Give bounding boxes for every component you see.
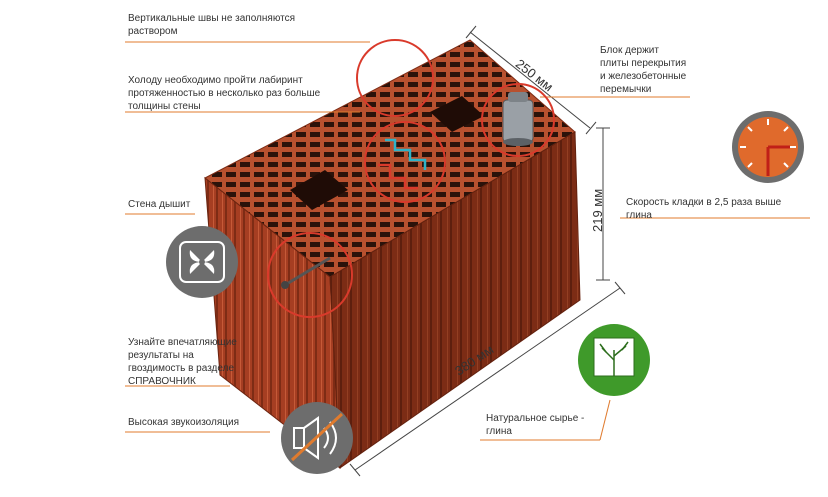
- weight-icon: [502, 92, 534, 146]
- brick-top-opening-2: [430, 96, 484, 132]
- label-natural-raw: Натуральное сырье - глина: [486, 413, 585, 437]
- label-nail-results: Узнайте впечатляющие результаты на гвозд…: [128, 337, 237, 387]
- dimension-lines: [349, 25, 626, 477]
- labyrinth-red: [378, 163, 418, 190]
- dim-line-length: [354, 287, 621, 471]
- highlight-load: [481, 83, 555, 157]
- brick-side-face: [329, 131, 581, 469]
- dim-tick-width-b: [585, 121, 597, 135]
- brick-side-shade: [330, 132, 580, 468]
- label-sound-insulation: Высокая звукоизоляция: [128, 417, 239, 428]
- label-holds-slabs: Блок держит плиты перекрытия и железобет…: [600, 45, 687, 95]
- leader-lines: [125, 41, 810, 441]
- fan-icon: [166, 226, 238, 298]
- label-labyrinth: Холоду необходимо пройти лабиринт протяж…: [128, 75, 321, 112]
- dim-tick-length-a: [349, 463, 361, 477]
- highlight-nail: [267, 232, 353, 318]
- label-laying-speed: Скорость кладки в 2,5 раза выше глина: [626, 197, 782, 221]
- labyrinth-blue: [385, 138, 427, 170]
- highlight-joints: [356, 39, 434, 117]
- labyrinth-arrows: [378, 138, 427, 190]
- dim-tick-width-a: [465, 25, 477, 39]
- label-wall-breathes: Стена дышит: [128, 199, 191, 210]
- brick-block: [204, 39, 581, 470]
- clock-icon: [732, 111, 804, 183]
- tree-icon: [578, 324, 650, 396]
- leader-natural-up: [599, 399, 611, 441]
- highlight-labyrinth: [364, 121, 446, 203]
- highlight-circles: [267, 39, 555, 318]
- dim-label-height: 219 мм: [590, 188, 605, 232]
- muted-speaker-icon: [281, 402, 353, 474]
- dim-tick-length-b: [614, 281, 626, 295]
- label-vertical-joints: Вертикальные швы не заполняются растворо…: [128, 13, 295, 37]
- brick-top-opening-1: [290, 170, 348, 210]
- nail-icon: [281, 256, 331, 289]
- dim-line-width: [469, 31, 591, 129]
